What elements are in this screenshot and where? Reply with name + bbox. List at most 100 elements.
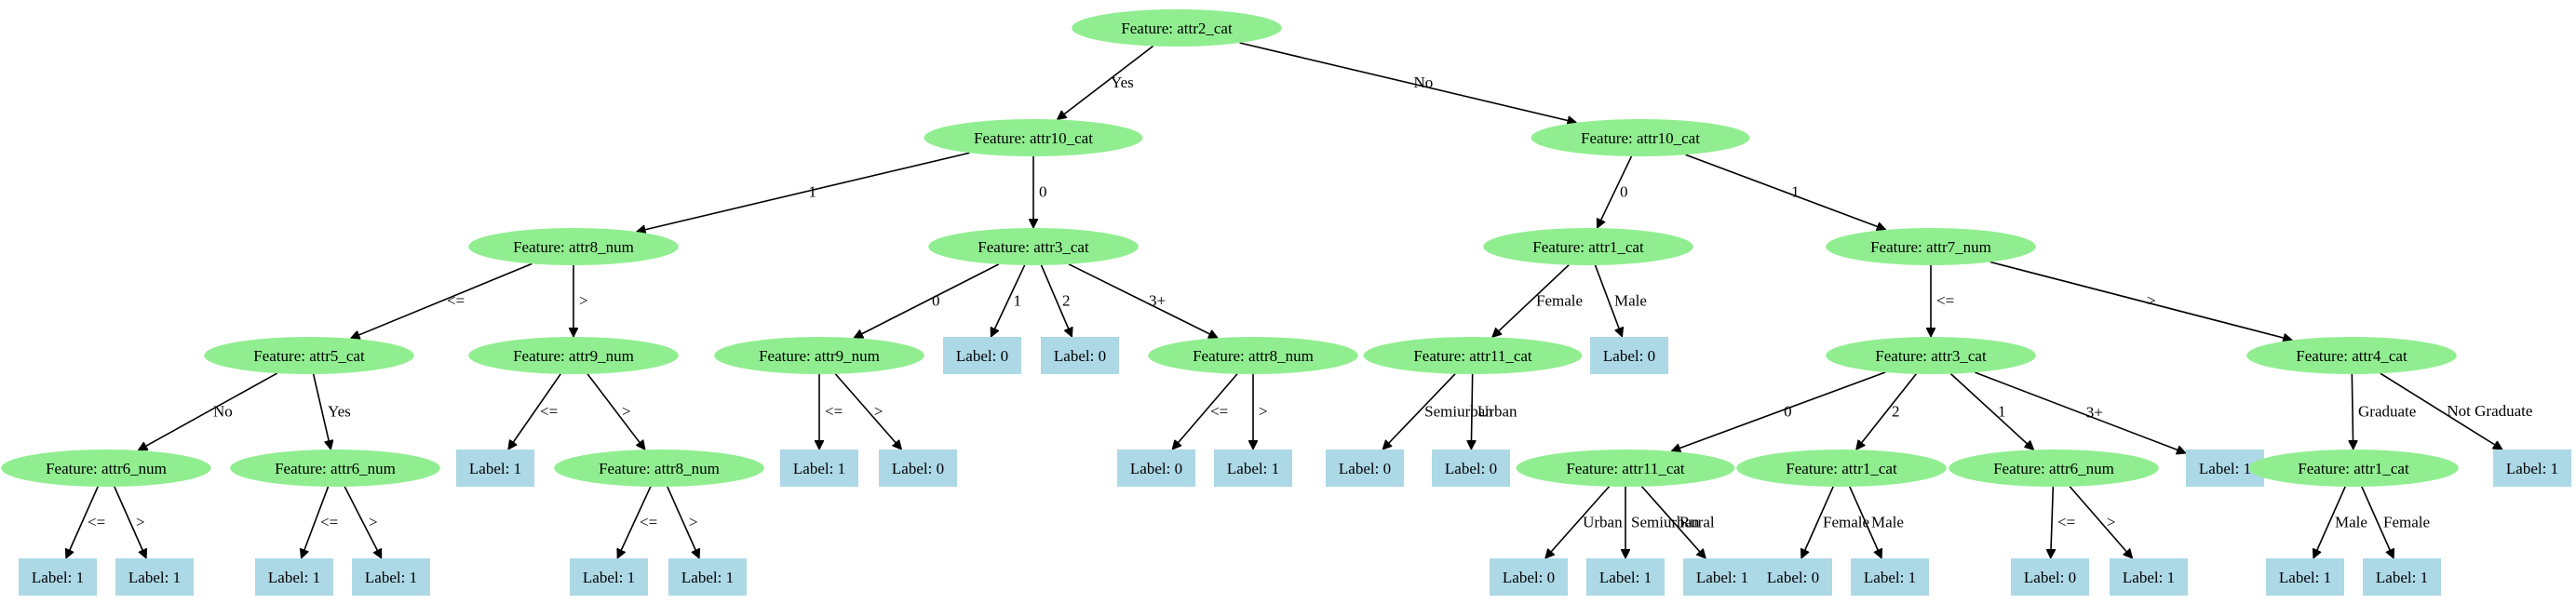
feature-ellipse <box>714 337 924 374</box>
feature-node-n-n0: Feature: attr1_cat <box>1483 228 1693 265</box>
node-text: Feature: attr1_cat <box>1532 238 1644 256</box>
label-node-n-e4ng: Label: 1 <box>2493 450 2571 487</box>
edge-line <box>114 486 146 558</box>
edge-label: Not Graduate <box>2447 402 2532 420</box>
feature-ellipse <box>1 450 211 487</box>
node-text: Label: 0 <box>1603 347 1655 365</box>
label-box <box>456 450 534 487</box>
edge-label: <= <box>1210 402 1228 420</box>
label-box <box>1326 450 1404 487</box>
label-box <box>668 558 747 596</box>
edge-n-y1gt-to-n-a9gt: > <box>587 373 645 450</box>
feature-node-n-y1le: Feature: attr5_cat <box>204 337 414 374</box>
label-box <box>1590 337 1668 374</box>
feature-node-n-d3-1: Feature: attr6_num <box>1949 450 2159 487</box>
node-text: Label: 1 <box>2376 569 2428 586</box>
edge-label: > <box>2107 513 2116 530</box>
feature-node-n-yes: Feature: attr10_cat <box>924 119 1143 156</box>
edge-label: Male <box>2335 513 2367 530</box>
label-box <box>1754 558 1832 596</box>
node-text: Label: 1 <box>2506 460 2558 477</box>
edge-line <box>991 264 1026 337</box>
edge-label: 0 <box>1620 183 1628 201</box>
edge-label: Rural <box>1679 513 1715 530</box>
edge-line <box>351 262 533 338</box>
edge-label: Semiurban <box>1424 402 1493 420</box>
node-text: Label: 1 <box>1227 460 1279 477</box>
edge-label: Male <box>1614 291 1647 309</box>
feature-ellipse <box>230 450 440 487</box>
edge-n-d3-2-to-n-g1-m: Male <box>1849 486 1904 558</box>
edge-label: 0 <box>1784 402 1792 420</box>
feature-node-n-y0: Feature: attr3_cat <box>928 228 1139 265</box>
label-node-n-c11u: Label: 0 <box>1432 450 1510 487</box>
edge-n-a5no-to-n-f6a-gt: > <box>114 486 146 558</box>
feature-node-n-y0-0: Feature: attr9_num <box>714 337 924 374</box>
feature-node-n-a5no: Feature: attr6_num <box>1 450 211 487</box>
edge-line <box>854 263 1000 339</box>
feature-ellipse <box>1148 337 1358 374</box>
edge-n-a5no-to-n-f6a-le: <= <box>66 486 105 558</box>
label-node-n-h1-f: Label: 1 <box>2363 558 2441 596</box>
node-text: Label: 1 <box>583 569 635 586</box>
edge-label: 3+ <box>1149 292 1166 310</box>
node-text: Label: 1 <box>1599 569 1652 586</box>
edge-label: <= <box>540 402 558 420</box>
edge-n-n1gt-to-n-e4g: Graduate <box>2352 373 2416 450</box>
node-text: Feature: attr8_num <box>599 460 720 477</box>
edge-n-d3-2-to-n-g1-f: Female <box>1801 486 1869 558</box>
edge-line <box>1545 486 1611 558</box>
node-text: Label: 0 <box>1503 569 1555 586</box>
edge-label: No <box>213 403 233 421</box>
label-box <box>115 558 194 596</box>
edge-n-d3-1-to-n-g6-gt: > <box>2069 486 2132 558</box>
edge-line <box>1989 261 2293 341</box>
label-box <box>19 558 97 596</box>
edge-n-no-to-n-n1: 1 <box>1685 154 1886 230</box>
node-text: Feature: attr11_cat <box>1566 460 1685 477</box>
edge-n-y1-to-n-y1gt: > <box>573 265 588 337</box>
edge-label: Male <box>1871 513 1904 530</box>
edge-label: Female <box>1823 513 1869 530</box>
edge-n-n0f-to-n-c11u: Urban <box>1471 373 1517 450</box>
edge-label: > <box>622 403 631 421</box>
label-node-n-g11-s: Label: 1 <box>1586 558 1665 596</box>
edge-line <box>1239 42 1577 123</box>
node-text: Label: 0 <box>2024 569 2076 586</box>
label-box <box>943 337 1021 374</box>
label-node-n-a9le: Label: 1 <box>456 450 534 487</box>
edge-n-e4g-to-n-h1-m: Male <box>2313 486 2367 558</box>
label-node-n-f6b-gt: Label: 1 <box>352 558 430 596</box>
edge-label: <= <box>825 403 843 421</box>
node-text: Feature: attr2_cat <box>1121 20 1233 37</box>
edge-n-y0-to-n-y0-1: 1 <box>991 264 1026 337</box>
node-text: Label: 0 <box>1445 460 1497 477</box>
edge-label: > <box>1259 403 1268 421</box>
node-text: Feature: attr3_cat <box>978 238 1089 256</box>
edge-n-root-to-n-no: No <box>1239 42 1577 123</box>
label-node-n-b8le: Label: 0 <box>1117 450 1195 487</box>
edge-n-y0-0-to-n-b9le: <= <box>819 374 843 450</box>
node-text: Label: 1 <box>681 569 734 586</box>
edge-n-y1le-to-n-a5yes: Yes <box>312 373 351 450</box>
edge-line <box>1640 486 1706 558</box>
edge-n-n1le-to-n-d3-2: 2 <box>1856 373 1917 450</box>
feature-node-n-n1le: Feature: attr3_cat <box>1826 337 2036 374</box>
edge-label: Female <box>2383 513 2430 530</box>
label-node-n-f8-gt: Label: 1 <box>668 558 747 596</box>
edge-label: <= <box>1936 292 1954 310</box>
feature-ellipse <box>2248 450 2459 487</box>
label-node-n-y0-1: Label: 0 <box>943 337 1021 374</box>
feature-node-n-root: Feature: attr2_cat <box>1072 9 1282 47</box>
edge-label: Semiurban <box>1631 514 1700 531</box>
node-text: Label: 1 <box>2279 569 2331 586</box>
edge-label: > <box>2147 292 2156 310</box>
label-node-n-n0m: Label: 0 <box>1590 337 1668 374</box>
edge-label: Yes <box>1111 74 1134 91</box>
edge-n-yes-to-n-y0: 0 <box>1033 156 1047 228</box>
node-text: Label: 0 <box>1130 460 1182 477</box>
label-node-n-g6-gt: Label: 1 <box>2110 558 2188 596</box>
edge-line <box>2352 373 2353 450</box>
edge-label: <= <box>88 513 105 530</box>
